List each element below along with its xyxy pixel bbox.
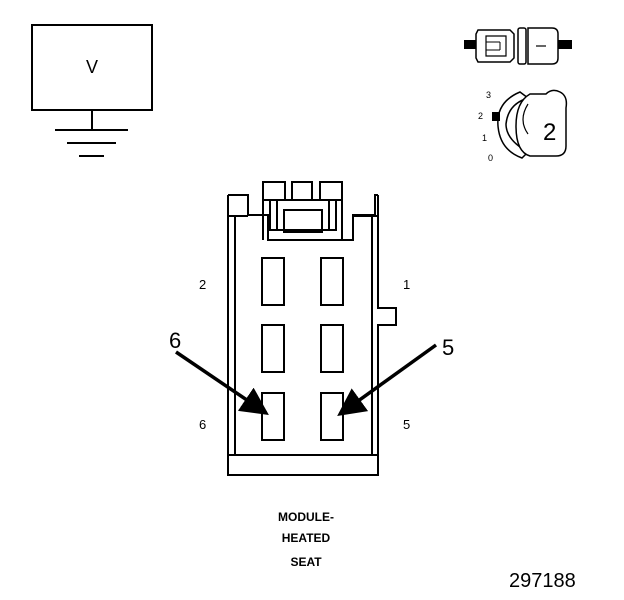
callout-left-arrow <box>175 350 269 415</box>
switch-selected-position: 2 <box>543 119 556 146</box>
pin-label-bottom-left: 6 <box>199 417 206 432</box>
ground-icon <box>55 110 128 157</box>
connector-body <box>227 181 397 476</box>
voltmeter-label: V <box>86 57 98 77</box>
switch-position-2: 2 <box>478 111 483 121</box>
switch-position-3: 3 <box>486 90 491 100</box>
caption-line-1: MODULE- <box>278 510 334 524</box>
terminal-cavity-4 <box>261 324 285 373</box>
caption-line-2: HEATED <box>282 531 331 545</box>
terminal-cavity-3 <box>320 324 344 373</box>
rotary-switch-icon: 3 2 1 0 2 <box>478 89 568 163</box>
pin-label-bottom-right: 5 <box>403 417 410 432</box>
test-probe-icon <box>464 27 572 65</box>
terminal-cavity-5 <box>320 392 344 441</box>
callout-left-number: 6 <box>169 328 181 353</box>
caption-line-3: SEAT <box>290 555 322 569</box>
pin-label-top-left: 2 <box>199 277 206 292</box>
switch-position-1: 1 <box>482 133 487 143</box>
terminal-cavity-6 <box>261 392 285 441</box>
voltmeter-symbol: V <box>31 24 153 157</box>
figure-number: 297188 <box>509 570 576 592</box>
pin-label-top-right: 1 <box>403 277 410 292</box>
callout-right-number: 5 <box>442 335 454 360</box>
terminal-cavity-1 <box>320 257 344 306</box>
terminal-cavity-2 <box>261 257 285 306</box>
callout-right-arrow <box>337 343 438 417</box>
switch-position-0: 0 <box>488 153 493 163</box>
